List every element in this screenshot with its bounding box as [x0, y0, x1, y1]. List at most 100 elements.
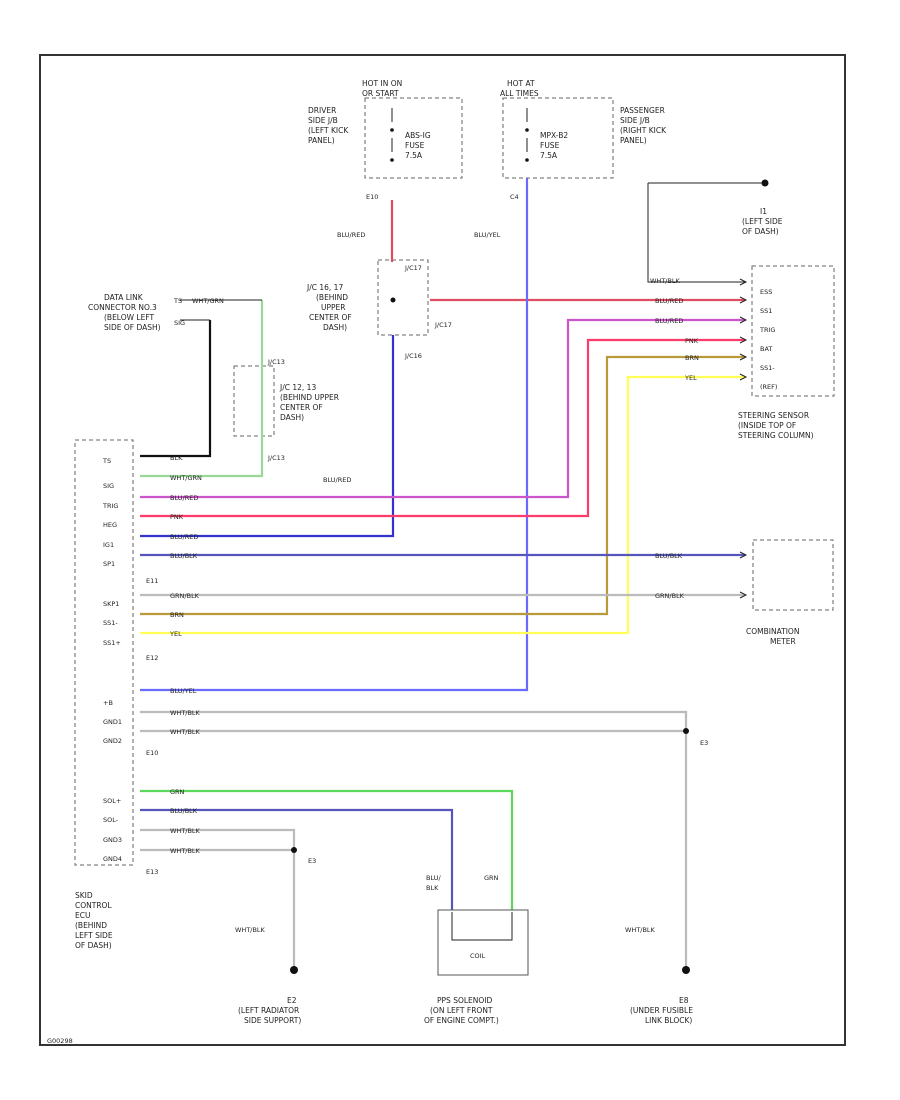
ground-e2-point: [290, 966, 298, 974]
sensor-label-2: (INSIDE TOP OF: [738, 421, 796, 430]
wire-pnk: [140, 338, 745, 518]
ground-e8-point: [682, 966, 690, 974]
junction-upper: J/C 16, 17 (BEHIND UPPER CENTER OF DASH)…: [306, 259, 452, 360]
jc-lower-pin-a: J/C13: [267, 358, 285, 366]
wire-sol-pos: [140, 789, 514, 910]
ecu-label-2: CONTROL: [75, 901, 112, 910]
junction-upper-box: [377, 259, 429, 336]
junction-lower-box: [233, 365, 275, 437]
connector-arrows: [739, 278, 748, 599]
label-sensor-brn: BRN: [685, 354, 699, 362]
wire-blu-red-ig1: [140, 335, 395, 538]
ecu-wire-label-2: BLU/RED: [170, 494, 198, 502]
diagram-frame: [39, 54, 846, 1046]
combination-meter-box: [752, 539, 834, 611]
dlc-label-2: CONNECTOR NO.3: [88, 303, 157, 312]
jc-upper-pin-a: J/C17: [404, 264, 422, 272]
ecu-wire-label-12: GRN: [170, 788, 185, 796]
label-blu-yel-top: BLU/YEL: [474, 231, 501, 239]
ecu-box: [74, 439, 134, 866]
ecu-terminal-gnd1: GND1: [103, 718, 122, 726]
label-sensor-pnk: PNK: [685, 337, 699, 345]
meter-label-2: METER: [770, 637, 796, 646]
label-e8-wht-blk: WHT/BLK: [625, 926, 656, 934]
ecu-connector-e11: E11: [146, 577, 158, 585]
left-fuse-contact: [390, 128, 394, 132]
dlc-label-1: DATA LINK: [104, 293, 144, 302]
ecu-terminal-trig: TRIG: [102, 502, 118, 510]
left-fuse-amps: 7.5A: [405, 151, 423, 160]
jc-upper-pin-c: J/C16: [404, 352, 422, 360]
ground-i1: I1 (LEFT SIDE OF DASH): [647, 179, 783, 283]
jc-upper-splice: [390, 297, 396, 303]
ecu-terminal-gnd3: GND3: [103, 836, 122, 844]
ecu-terminal-gnd4: GND4: [103, 855, 122, 863]
right-fuse-contact: [525, 128, 529, 132]
ecu-wire-label-5: BLU/BLK: [170, 552, 198, 560]
combination-meter: COMBINATION METER: [746, 539, 834, 646]
ecu-wire-label-14: WHT/BLK: [170, 827, 201, 835]
ecu-wire-label-11: WHT/BLK: [170, 728, 201, 736]
right-fuse-block: HOT AT ALL TIMES PASSENGER SIDE J/B (RIG…: [500, 79, 667, 201]
ecu-wire-label-10: WHT/BLK: [170, 709, 201, 717]
jc-upper-2: (BEHIND: [316, 293, 348, 302]
wire-blu-yel-b: [140, 178, 529, 692]
ecu-terminal-sol-: SOL+: [103, 797, 121, 805]
jc-upper-pin-b: J/C17: [434, 321, 452, 329]
jc-upper-4: CENTER OF: [309, 313, 352, 322]
ground-e2-label-2: (LEFT RADIATOR: [238, 1006, 299, 1015]
label-sensor-wht-blk: WHT/BLK: [650, 277, 681, 285]
label-meter-grn-blk: GRN/BLK: [655, 592, 685, 600]
label-sol-blu: BLU/: [426, 874, 442, 882]
right-fuse-loc-3: (RIGHT KICK: [620, 126, 667, 135]
dlc-label-4: SIDE OF DASH): [104, 323, 161, 332]
jc-lower-pin-b: J/C13: [267, 454, 285, 462]
ecu-label-1: SKID: [75, 891, 93, 900]
right-fuse-contact-2: [525, 158, 529, 162]
ecu-wire-label-8: YEL: [169, 630, 182, 638]
jc-upper-3: UPPER: [321, 303, 346, 312]
ecu-label-5: LEFT SIDE: [75, 931, 113, 940]
label-blu-red-mid: BLU/RED: [323, 476, 351, 484]
ecu-terminal-gnd2: GND2: [103, 737, 122, 745]
solenoid-label-2: (ON LEFT FRONT: [430, 1006, 493, 1015]
ecu-wire-label-9: BLU/YEL: [170, 687, 197, 695]
jc-lower-4: DASH): [280, 413, 304, 422]
data-link-connector: DATA LINK CONNECTOR NO.3 (BELOW LEFT SID…: [88, 293, 185, 332]
left-fuse-hot-label: HOT IN ON: [362, 79, 402, 88]
ecu-label-3: ECU: [75, 911, 90, 920]
ground-i1-label-2: (LEFT SIDE: [742, 217, 783, 226]
jc-lower-3: CENTER OF: [280, 403, 323, 412]
solenoid-label-3: OF ENGINE COMPT.): [424, 1016, 499, 1025]
ground-e8-label-3: LINK BLOCK): [645, 1016, 692, 1025]
ecu-terminal-skp1: SKP1: [103, 600, 119, 608]
ecu-terminal-heg: HEG: [103, 521, 117, 529]
ground-e8-label-2: (UNDER FUSIBLE: [630, 1006, 693, 1015]
dlc-pin-sig: SIG: [174, 319, 185, 327]
right-fuse-name: MPX-B2: [540, 131, 568, 140]
left-fuse-loc-3: (LEFT KICK: [308, 126, 349, 135]
left-fuse-loc-4: PANEL): [308, 136, 335, 145]
ecu-wire-label-13: BLU/BLK: [170, 807, 198, 815]
ground-e2-label-1: E2: [287, 996, 297, 1005]
wire-ts: [140, 320, 212, 458]
dlc-pin-ts: TS: [173, 297, 182, 305]
right-fuse-word: FUSE: [540, 141, 560, 150]
wire-sol-neg: [140, 808, 454, 910]
ecu-terminal-ss1-: SS1-: [103, 619, 118, 627]
ground-e8-label-1: E8: [679, 996, 689, 1005]
wire-gnd1: [140, 710, 688, 970]
wire-yel: [140, 375, 745, 635]
ground-i1-label-3: OF DASH): [742, 227, 779, 236]
label-meter-blu-blk: BLU/BLK: [655, 552, 683, 560]
ecu-terminal-sol-: SOL-: [103, 816, 119, 824]
right-fuse-hot-label-2: ALL TIMES: [500, 89, 539, 98]
left-fuse-word: FUSE: [405, 141, 425, 150]
ecu-wire-label-7: BRN: [170, 611, 184, 619]
page-code: G00298: [47, 1037, 73, 1045]
sensor-term-trig: TRIG: [759, 326, 775, 334]
splice-e3-right: [683, 728, 689, 734]
sensor-term-bat: BAT: [760, 345, 772, 353]
ecu-terminal-ts: TS: [102, 457, 111, 465]
ecu-wire-labels: BLKWHT/GRNBLU/REDPNKBLU/REDBLU/BLKGRN/BL…: [169, 454, 202, 855]
